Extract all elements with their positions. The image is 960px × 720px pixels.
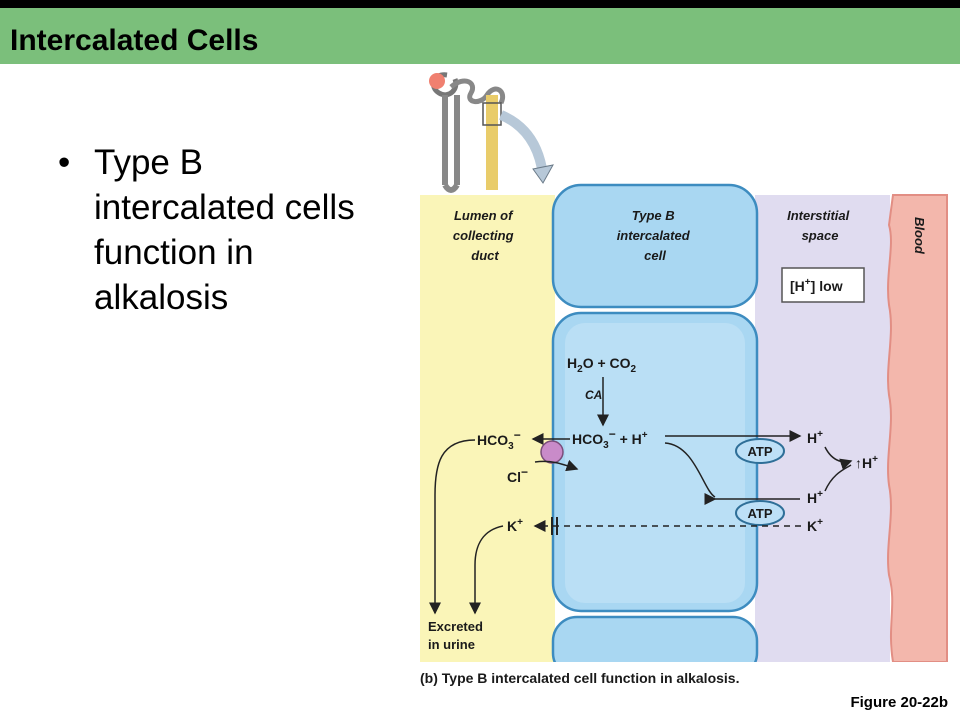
top-black-bar	[0, 0, 960, 8]
cl-hco3-antiporter	[540, 440, 564, 464]
reaction-h2o-co2: H2O + CO2	[567, 355, 637, 375]
lumen-label: Lumen of collecting duct	[453, 208, 517, 263]
svg-text:ATP: ATP	[747, 444, 772, 459]
nephron-thumbnail-icon	[429, 72, 554, 193]
slide-title: Intercalated Cells	[10, 24, 259, 57]
atp-pump-2	[735, 500, 785, 526]
interstitial-label: Interstitial space	[787, 208, 853, 243]
upper-cell	[551, 183, 759, 309]
figure-diagram: Lumen of collecting duct Type B intercal…	[415, 72, 955, 690]
figure-caption: (b) Type B intercalated cell function in…	[420, 670, 739, 686]
lumen-region	[420, 195, 555, 662]
atp-pump-1	[735, 438, 785, 464]
title-bar: Intercalated Cells	[0, 8, 960, 64]
bullet-dot: •	[58, 143, 71, 182]
bullet-point: • Type B intercalated cells function in …	[58, 140, 378, 320]
figure-number: Figure 20-22b	[850, 694, 948, 711]
h-low-box	[781, 267, 865, 303]
excreted-label: Excreted in urine	[428, 619, 487, 652]
enzyme-ca: CA	[585, 388, 602, 402]
svg-text:ATP: ATP	[747, 506, 772, 521]
blood-region	[887, 194, 948, 663]
blood-label: Blood	[912, 217, 927, 255]
bullet-text: Type B intercalated cells function in al…	[94, 143, 355, 317]
cell-label: Type B intercalated cell	[617, 208, 694, 263]
